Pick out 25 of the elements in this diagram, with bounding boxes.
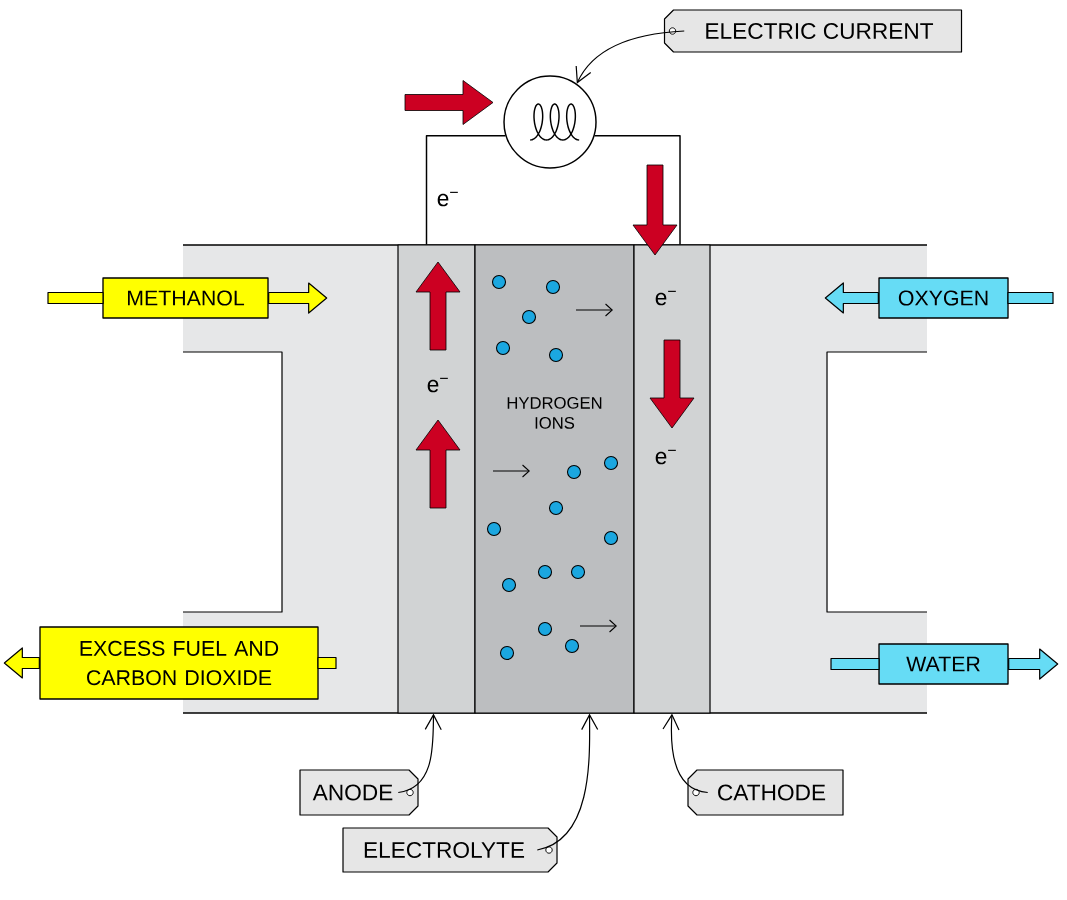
electrode-layer [633,244,711,714]
label-tag: CATHODE [687,769,844,816]
electrolyte-layer: HYDROGEN IONS [474,244,635,714]
label-tag: ELECTRIC CURRENT [663,9,963,53]
electron-label: e$^{−}$ [427,377,448,393]
wire [593,134,681,246]
electron-label: e$^{−}$ [655,290,676,306]
leader-line [575,30,685,84]
label-tag: ANODE [299,769,419,816]
flow-arrow [830,648,1059,680]
label-box: METHANOL [102,277,269,319]
flow-arrow [824,282,1054,314]
flow-arrow [3,647,337,679]
leader-line [397,713,442,794]
electron-label: e$^{−}$ [655,449,676,465]
electron-label: e$^{−}$ [437,191,458,207]
label-box: WATER [878,643,1009,685]
lamp-symbol [503,75,597,169]
label-box: OXYGEN [878,277,1009,319]
flow-arrow [47,282,328,314]
leader-line [536,713,599,851]
wire [425,134,507,246]
leader-line [662,713,709,794]
label-box: EXCESS FUEL AND CARBON DIOXIDE [39,626,319,700]
label-tag: ELECTROLYTE [342,827,558,873]
